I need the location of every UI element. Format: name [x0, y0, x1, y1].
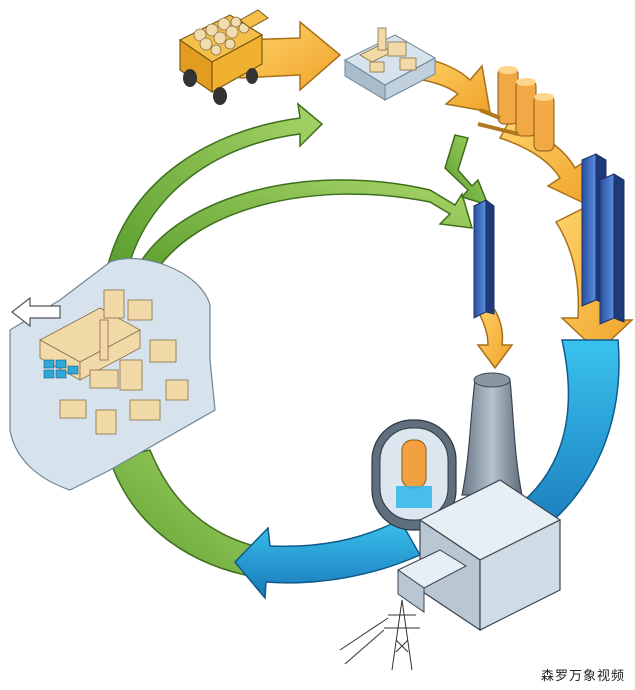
recycle-arrow-outer [107, 102, 324, 269]
recycle-arrow-branch [444, 134, 490, 207]
fuel-rod-icon [473, 199, 495, 319]
recycle-arrow-bottom [109, 449, 264, 576]
nuclear-reactor-icon [371, 372, 562, 632]
enrichment-columns-icon [581, 153, 625, 325]
conversion-tanks-icon [477, 66, 555, 152]
mining-truck-icon [178, 9, 269, 105]
recycle-arrows [107, 102, 490, 576]
arrow-fuel-to-reactor [474, 298, 514, 370]
power-pylon-icon [339, 599, 420, 671]
mill-plant-icon [343, 27, 437, 101]
watermark: 森罗万象视频 [540, 669, 625, 684]
reprocessing-plant-icon [9, 257, 216, 491]
arrow-reactor-to-reprocessing [233, 519, 422, 600]
recycle-arrow-inner [133, 179, 474, 279]
arrow-reprocessing-out [11, 296, 61, 328]
back-end-arrows [233, 339, 620, 600]
